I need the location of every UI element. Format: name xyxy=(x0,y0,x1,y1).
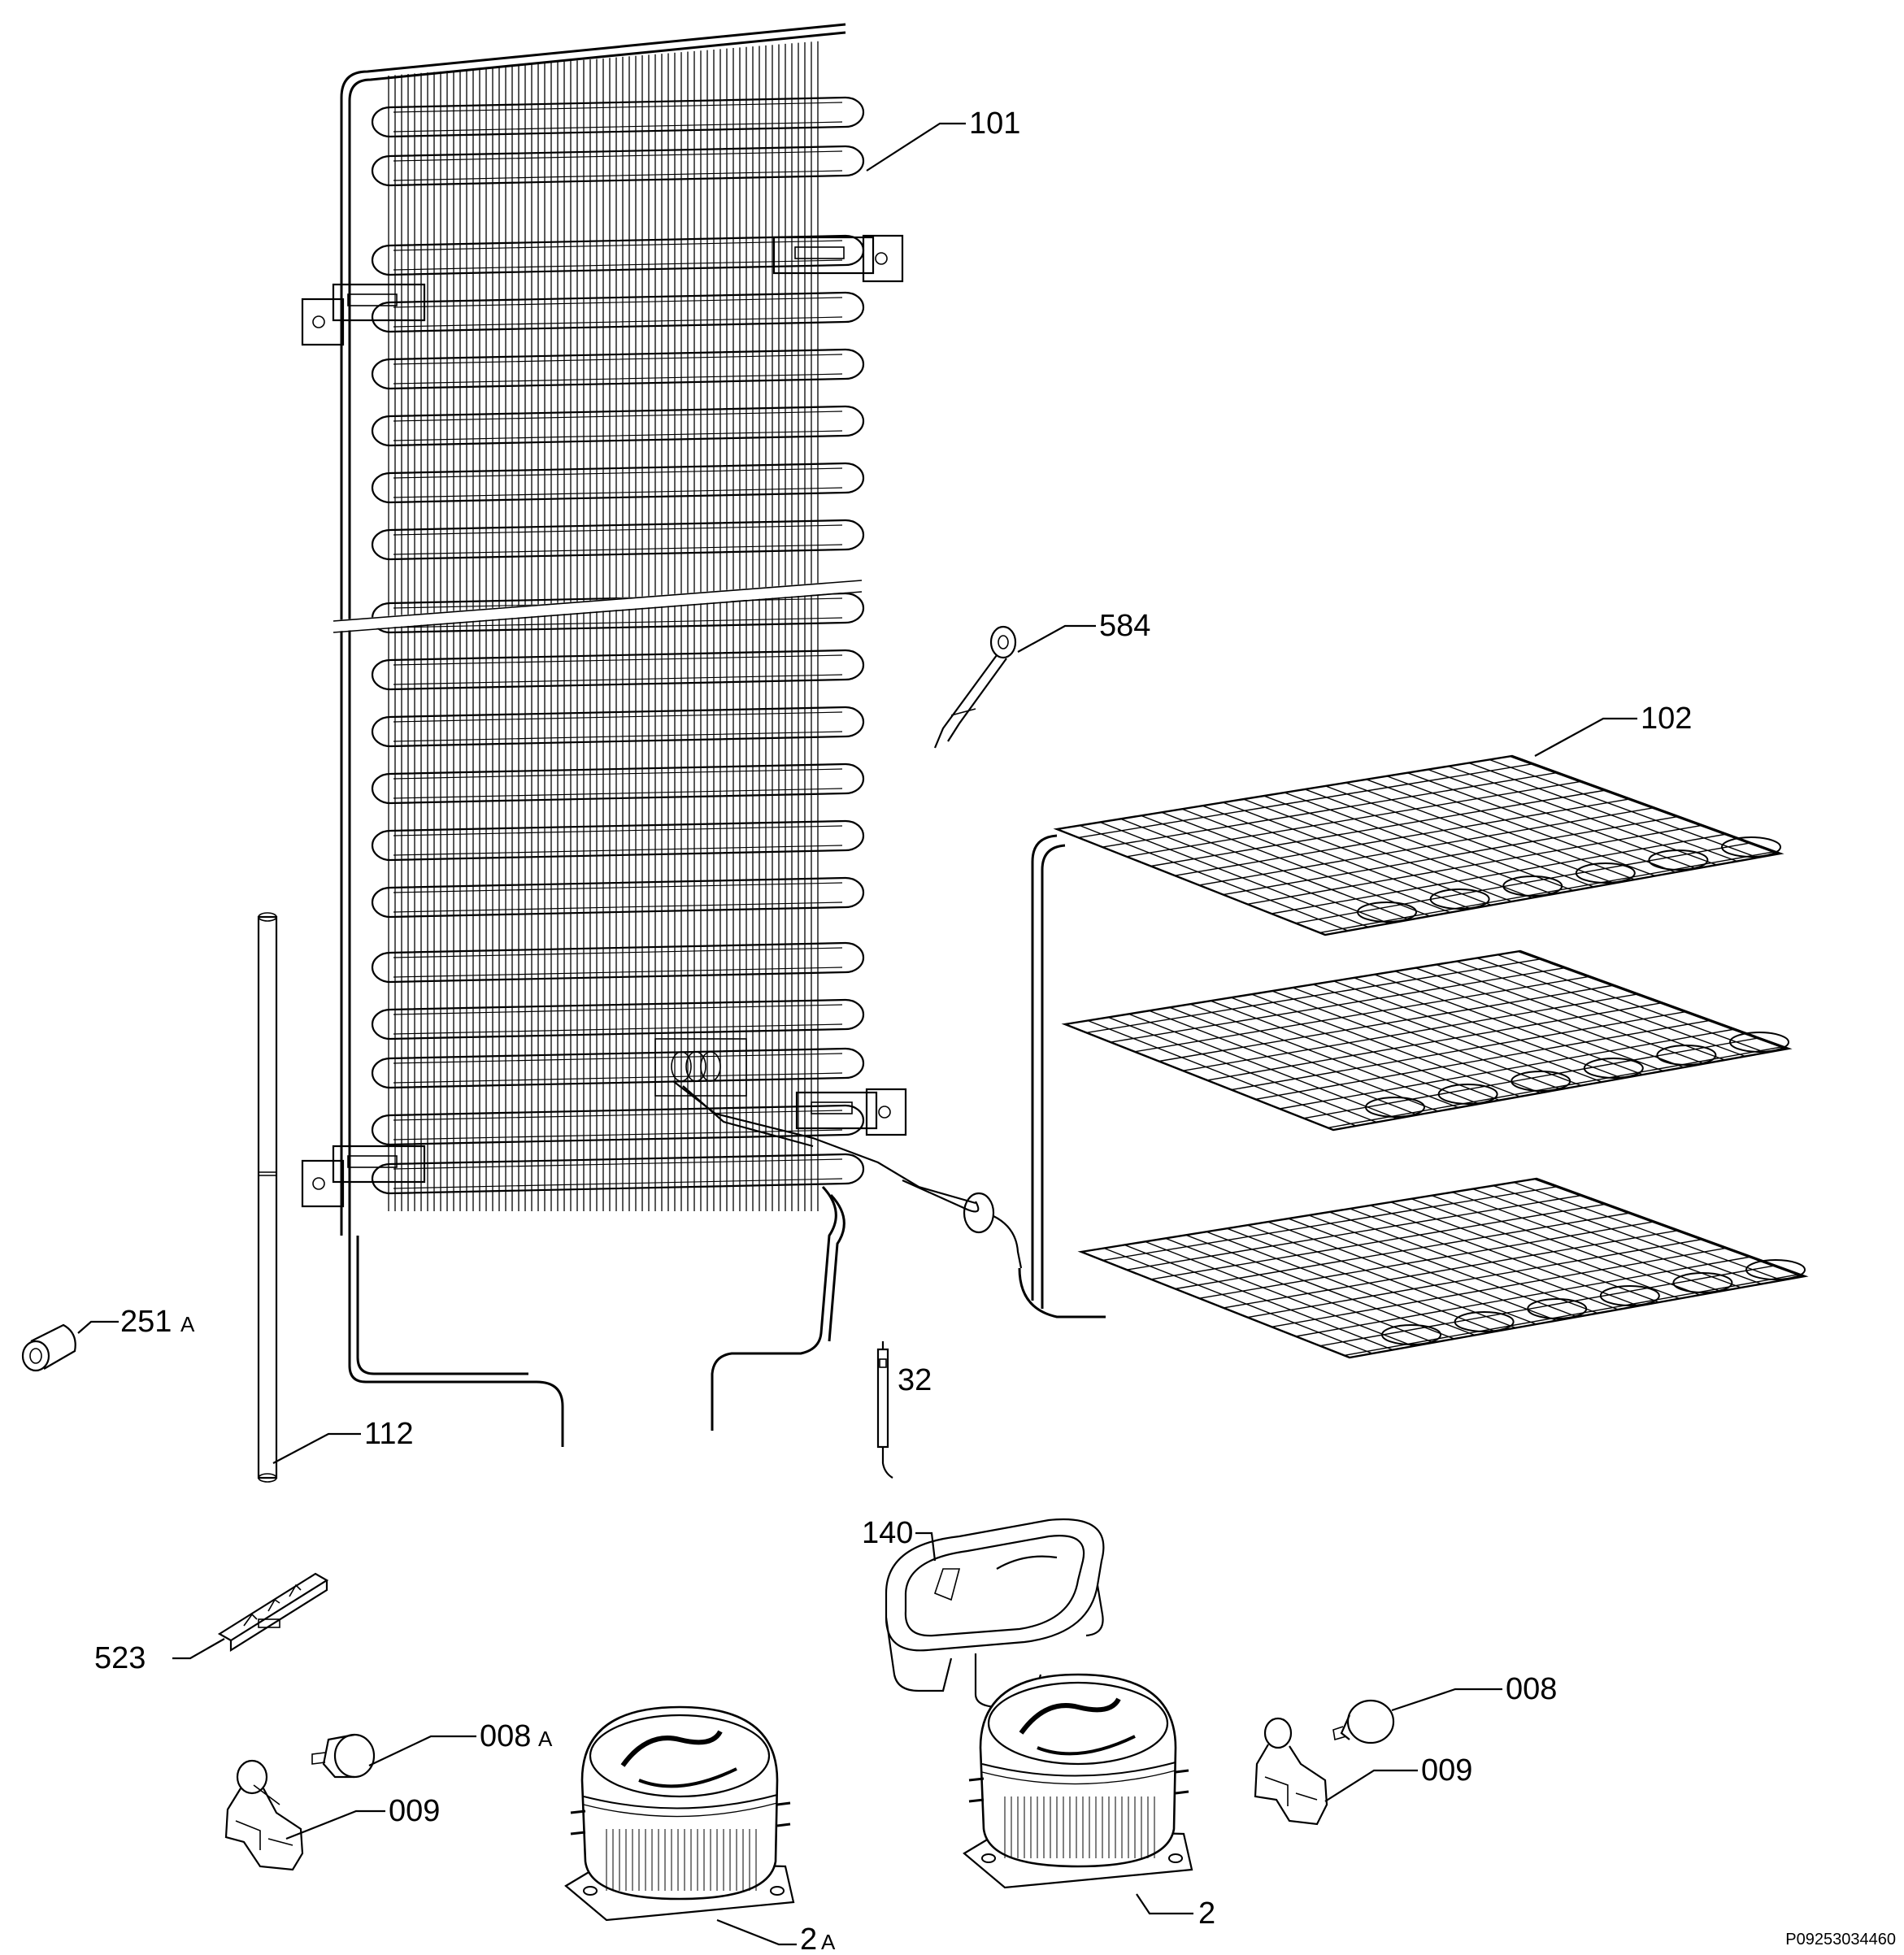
capillary-coil xyxy=(654,1038,1023,1269)
label-009-right: 009 xyxy=(1421,1753,1472,1788)
label-32: 32 xyxy=(898,1363,932,1397)
cap-sleeve-251a xyxy=(21,1323,76,1372)
label-2: 2 xyxy=(1198,1896,1215,1931)
discharge-tube-inner xyxy=(356,1236,528,1375)
condenser-break-line-bottom xyxy=(333,591,863,633)
bracket-bottom-left xyxy=(301,1145,426,1208)
condenser-wire-grid xyxy=(388,41,819,1211)
evaporator-shelf-1 xyxy=(1053,754,1784,936)
leader-584 xyxy=(1017,624,1096,653)
drawing-code: P09253034460 xyxy=(1785,1931,1896,1948)
relay-009-left xyxy=(224,1759,304,1871)
condenser-break-line-top xyxy=(333,580,863,622)
label-008: 008 xyxy=(1506,1672,1557,1706)
leader-2 xyxy=(1136,1893,1193,1915)
thermal-protector-008a xyxy=(311,1733,376,1779)
filter-drier-32 xyxy=(876,1341,893,1479)
label-584: 584 xyxy=(1099,609,1150,643)
label-251-suffix: A xyxy=(180,1312,195,1336)
evaporator-shelves xyxy=(1053,754,1809,1359)
leader-112 xyxy=(272,1432,361,1464)
label-140: 140 xyxy=(862,1516,913,1550)
label-2a: 2 xyxy=(800,1922,817,1951)
evaporator-102 xyxy=(1018,754,1809,1359)
callout-labels: 101 102 584 251 A 112 32 140 523 008 A 0… xyxy=(94,106,1896,1955)
leader-008a xyxy=(368,1735,476,1766)
label-2a-suffix: A xyxy=(821,1930,836,1951)
bracket-top-left xyxy=(301,283,426,346)
suction-tube xyxy=(711,1185,837,1431)
discharge-tube xyxy=(348,1236,564,1447)
leader-2a xyxy=(716,1918,797,1946)
label-008a-suffix: A xyxy=(538,1727,553,1751)
evaporator-bottom-link xyxy=(1018,1267,1106,1319)
leader-140 xyxy=(915,1531,937,1562)
condenser-serpentine-loops xyxy=(371,96,865,1195)
pcb-523 xyxy=(217,1572,329,1652)
label-112: 112 xyxy=(364,1417,414,1451)
condenser-101 xyxy=(301,23,1023,1447)
condenser-break-gap xyxy=(333,580,863,632)
label-101: 101 xyxy=(969,106,1020,141)
label-009-left: 009 xyxy=(389,1794,440,1828)
condenser-frame-tube xyxy=(340,23,846,1236)
evaporator-shelf-3 xyxy=(1077,1177,1809,1359)
suction-tube-inner xyxy=(828,1193,845,1342)
clip-584 xyxy=(933,625,1017,749)
compressor-2a xyxy=(564,1705,795,1922)
leader-lines xyxy=(77,122,1637,1946)
compressor-2 xyxy=(963,1673,1193,1889)
leader-251a xyxy=(77,1320,119,1334)
relay-009-right xyxy=(1254,1717,1328,1826)
evaporator-riser-left xyxy=(1031,834,1058,1301)
label-008a: 008 xyxy=(480,1719,531,1753)
label-523: 523 xyxy=(94,1641,146,1675)
label-102: 102 xyxy=(1641,702,1692,736)
leader-009-right xyxy=(1324,1769,1418,1802)
bracket-bottom-right xyxy=(795,1088,907,1136)
tube-112 xyxy=(257,912,278,1483)
leader-102 xyxy=(1534,717,1637,757)
leader-009-left xyxy=(285,1809,385,1840)
leader-523 xyxy=(172,1638,225,1660)
bracket-top-right xyxy=(772,234,904,283)
label-251: 251 xyxy=(120,1305,172,1339)
evaporator-shelf-2 xyxy=(1061,949,1793,1132)
condenser-frame-tube-inner xyxy=(348,31,846,1236)
thermal-protector-008 xyxy=(1332,1699,1395,1744)
leader-101 xyxy=(866,122,966,172)
leader-008 xyxy=(1391,1688,1502,1712)
evaporator-riser-right xyxy=(1041,844,1066,1309)
